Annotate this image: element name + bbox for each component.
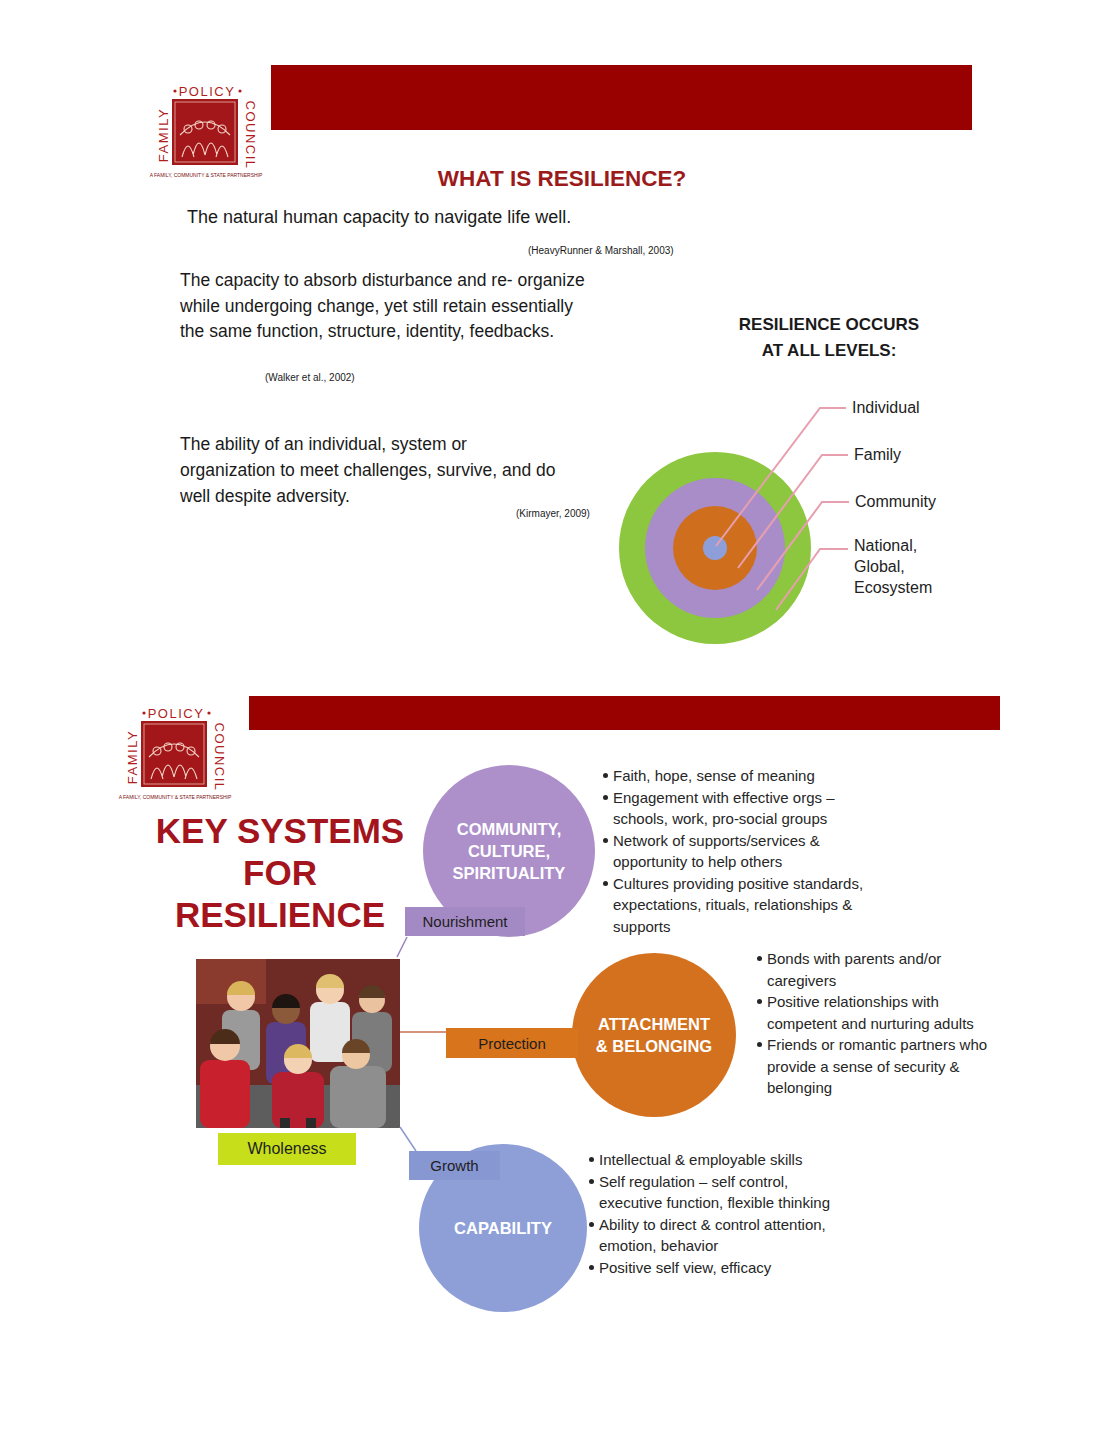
bullet-item: Self regulation – self control, executiv… — [588, 1171, 850, 1214]
logo-word: POLICY — [179, 85, 236, 98]
wholeness-tab: Wholeness — [218, 1133, 356, 1165]
bullet-list: Faith, hope, sense of meaningEngagement … — [602, 765, 868, 937]
child-body — [266, 1022, 306, 1084]
photo-wall — [196, 959, 400, 1128]
children-photo — [196, 959, 400, 1128]
header-bar — [249, 696, 1000, 730]
bullet-item: Friends or romantic partners who provide… — [756, 1034, 992, 1099]
bullet-item: Engagement with effective orgs – schools… — [602, 787, 868, 830]
leader-line — [776, 549, 848, 610]
child-body — [222, 1010, 260, 1070]
photo-window — [196, 959, 266, 1004]
level-label: National, Global, Ecosystem — [854, 535, 950, 598]
child-hair — [359, 985, 385, 998]
logo-word: FAMILY — [157, 108, 170, 162]
citation: (HeavyRunner & Marshall, 2003) — [528, 245, 674, 256]
child-body — [272, 1072, 324, 1128]
child-head — [284, 1046, 312, 1074]
photo-link-line — [400, 1127, 416, 1151]
logo-tagline: A FAMILY, COMMUNITY & STATE PARTNERSHIP — [150, 173, 263, 178]
child-body — [310, 1002, 350, 1062]
tab-label: Growth — [430, 1157, 478, 1174]
definition-text: The natural human capacity to navigate l… — [187, 205, 707, 229]
child-head — [210, 1031, 240, 1061]
level-ring: Individual — [703, 536, 727, 560]
bullet-item: Cultures providing positive standards, e… — [602, 873, 868, 938]
level-label: Individual — [852, 397, 972, 418]
bullet-item: Positive relationships with competent an… — [756, 991, 992, 1034]
logo — [172, 89, 242, 165]
child-head — [342, 1041, 370, 1069]
level-label: Community — [855, 491, 975, 512]
system-circle: ATTACHMENT & BELONGINGBonds with parents… — [572, 953, 736, 1117]
bullet-list: Bonds with parents and/or caregiversPosi… — [756, 948, 992, 1099]
bullet-item: Faith, hope, sense of meaning — [602, 765, 868, 787]
definition-text: The capacity to absorb disturbance and r… — [180, 268, 585, 345]
slide-heading: KEY SYSTEMS FOR RESILIENCE — [145, 810, 415, 936]
child-hair — [272, 994, 300, 1008]
role-tab: Nourishment — [405, 907, 525, 936]
child-body — [330, 1066, 386, 1128]
child-body — [200, 1060, 250, 1128]
bullet-item: Bonds with parents and/or caregivers — [756, 948, 992, 991]
system-title: CAPABILITY — [419, 1217, 587, 1239]
bullet-list: Intellectual & employable skillsSelf reg… — [588, 1149, 850, 1278]
bullet-item: Ability to direct & control attention, e… — [588, 1214, 850, 1257]
levels-heading: RESILIENCE OCCURS AT ALL LEVELS: — [732, 312, 926, 364]
system-title: ATTACHMENT & BELONGING — [572, 1013, 736, 1057]
slide-title: WHAT IS RESILIENCE? — [362, 166, 762, 192]
header-bar — [271, 65, 972, 130]
system-title: COMMUNITY, CULTURE, SPIRITUALITY — [423, 818, 595, 884]
child-shoe — [306, 1118, 316, 1128]
definition-text: The ability of an individual, system or … — [180, 431, 562, 509]
tab-label: Wholeness — [247, 1140, 326, 1158]
photo-link-line — [400, 1031, 446, 1033]
level-ring: CommunityFamilyIndividual — [645, 478, 785, 618]
tab-label: Protection — [478, 1035, 546, 1052]
logo-word: POLICY — [148, 707, 205, 720]
child-hair — [227, 981, 255, 995]
logo-word: FAMILY — [126, 730, 139, 784]
citation: (Walker et al., 2002) — [265, 372, 355, 383]
tab-label: Nourishment — [422, 913, 507, 930]
child-body — [352, 1012, 392, 1072]
child-hair — [342, 1039, 370, 1053]
citation: (Kirmayer, 2009) — [516, 508, 590, 519]
photo-ground — [196, 1085, 400, 1128]
level-label: Family — [854, 444, 974, 465]
bullet-item: Intellectual & employable skills — [588, 1149, 850, 1171]
child-hair — [210, 1029, 240, 1044]
role-tab: Protection — [446, 1028, 578, 1058]
logo-word: COUNCIL — [244, 100, 257, 169]
bullet-item: Positive self view, efficacy — [588, 1257, 850, 1279]
child-head — [316, 976, 344, 1004]
role-tab: Growth — [409, 1151, 500, 1180]
logo — [141, 711, 211, 787]
photo-link-line — [397, 937, 407, 957]
level-ring: National, Global, EcosystemCommunityFami… — [619, 452, 811, 644]
child-hair — [316, 974, 344, 988]
leader-line — [738, 455, 848, 568]
child-head — [272, 996, 300, 1024]
logo-word: COUNCIL — [213, 722, 226, 791]
leader-line — [757, 502, 849, 590]
level-ring: FamilyIndividual — [673, 506, 757, 590]
logo-tagline: A FAMILY, COMMUNITY & STATE PARTNERSHIP — [119, 795, 232, 800]
child-hair — [284, 1044, 312, 1058]
bullet-item: Network of supports/services & opportuni… — [602, 830, 868, 873]
child-head — [227, 983, 255, 1011]
leader-line — [716, 408, 846, 546]
child-head — [359, 987, 385, 1013]
child-shoe — [280, 1118, 290, 1128]
